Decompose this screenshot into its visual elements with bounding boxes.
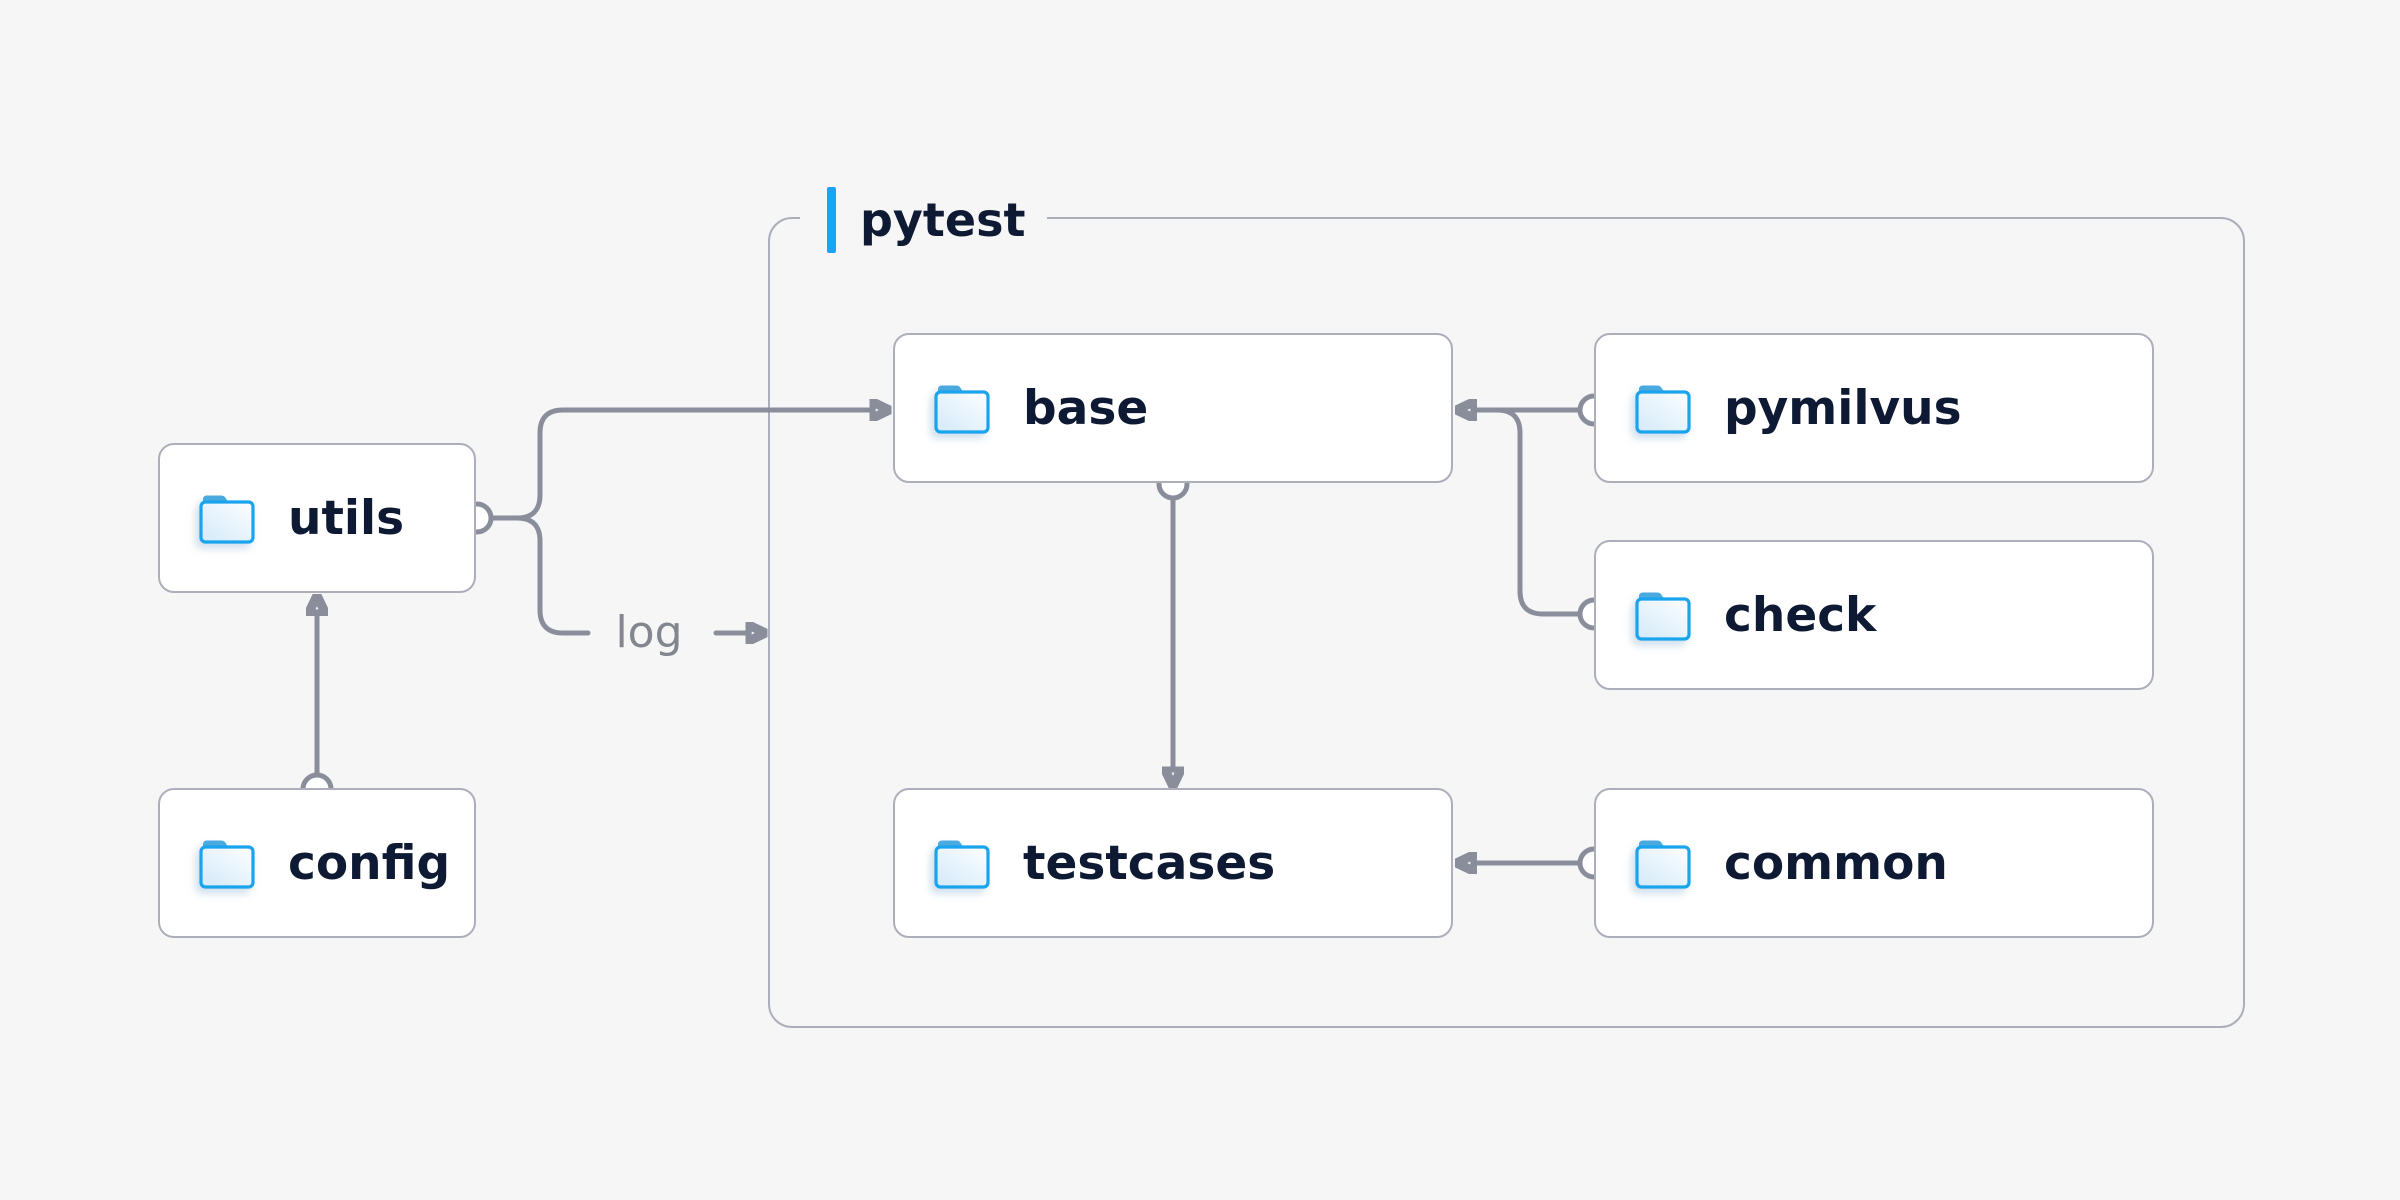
node-common: common (1594, 788, 2154, 938)
folder-icon (934, 840, 990, 889)
folder-icon (1635, 840, 1691, 889)
accent-bar (827, 187, 836, 253)
edge-base-to-testcases (1156, 467, 1190, 769)
node-base: base (893, 333, 1453, 483)
folder-icon (1635, 592, 1691, 641)
node-label: common (1724, 835, 1948, 891)
node-label: utils (288, 490, 405, 546)
folder-icon (199, 840, 255, 889)
node-check: check (1594, 540, 2154, 690)
folder-icon (934, 385, 990, 434)
node-label: config (288, 835, 451, 891)
folder-icon (199, 495, 255, 544)
group-title: pytest (860, 193, 1026, 247)
node-pymilvus: pymilvus (1594, 333, 2154, 483)
node-label: pymilvus (1724, 380, 1962, 436)
edge-config-to-utils (300, 613, 334, 806)
node-config: config (158, 788, 476, 938)
log-edge-label: log (615, 607, 683, 658)
folder-icon (1635, 385, 1691, 434)
edge-pymilvus-to-base (1474, 393, 1611, 427)
node-utils: utils (158, 443, 476, 593)
edge-check-to-base (1494, 407, 1611, 631)
edge-common-to-testcases (1474, 846, 1611, 880)
node-label: check (1724, 587, 1877, 643)
node-label: base (1023, 380, 1149, 436)
node-testcases: testcases (893, 788, 1453, 938)
pytest-group-label: pytest (800, 184, 1048, 256)
edge-utils-fork (460, 410, 872, 636)
pytest-group-container (768, 217, 2245, 1028)
node-label: testcases (1023, 835, 1276, 891)
